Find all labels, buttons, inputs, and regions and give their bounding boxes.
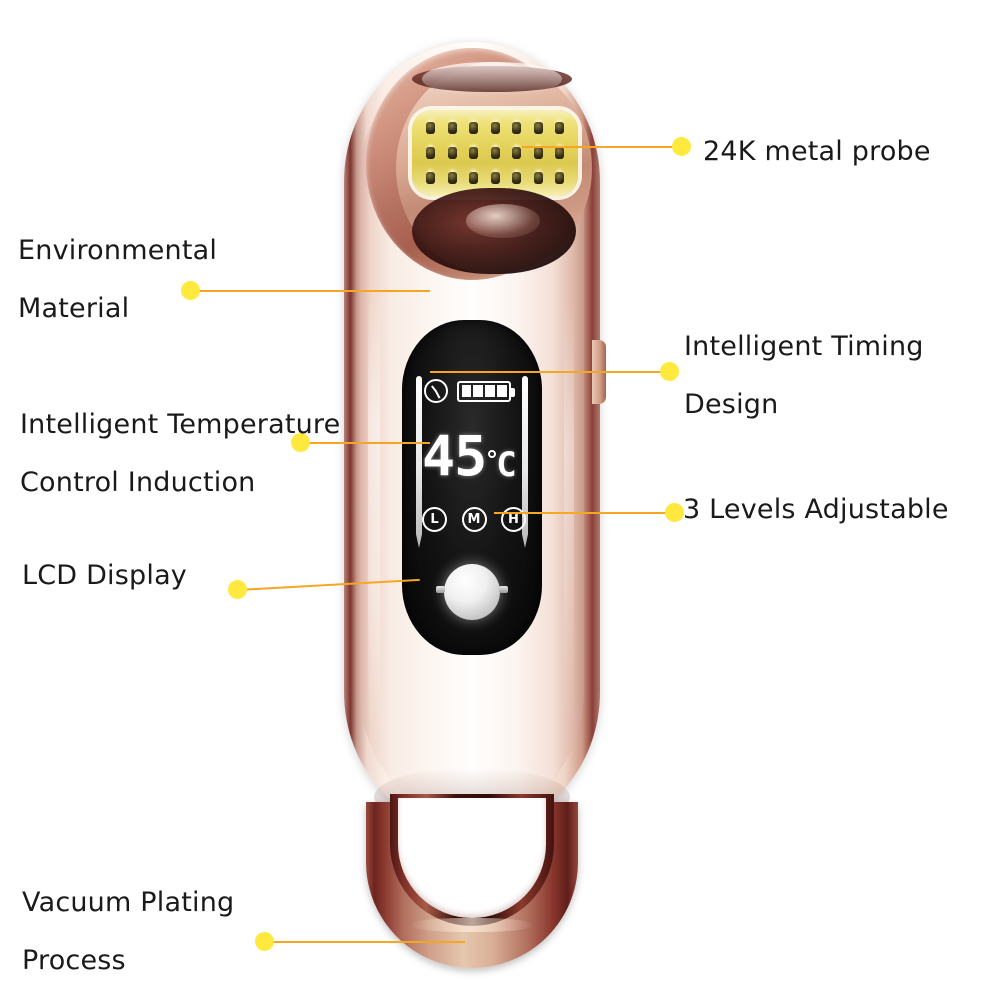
leader-line-vacuum: [265, 941, 465, 943]
label-line: Vacuum Plating: [22, 887, 235, 918]
temperature-unit: C: [496, 445, 517, 485]
intensity-level-indicators: L M H: [422, 506, 526, 532]
probe-pin: [469, 172, 478, 184]
lcd-status-icons: [424, 378, 520, 404]
callout-24k-metal-probe: 24K metal probe: [703, 123, 931, 181]
probe-head-reflection: [412, 188, 576, 274]
probe-pin: [490, 122, 500, 134]
degree-symbol-icon: C: [487, 445, 517, 485]
probe-pin: [426, 122, 435, 134]
loop-handle-shine: [410, 918, 534, 932]
24k-gold-probe-plate[interactable]: [412, 110, 578, 196]
probe-pin: [512, 172, 521, 184]
label-line: Intelligent Timing: [684, 331, 924, 362]
leader-line-probe: [522, 146, 682, 148]
label-line: Design: [684, 389, 779, 420]
probe-pin: [512, 147, 521, 159]
body-highlight-left: [368, 292, 380, 732]
loop-handle-opening: [398, 798, 546, 918]
probe-head-shine: [422, 62, 562, 96]
probe-pin: [469, 147, 478, 159]
label-line: Process: [22, 945, 126, 976]
probe-pin: [555, 147, 564, 159]
clock-icon: [424, 379, 448, 403]
lcd-display[interactable]: 45 C L M H: [402, 320, 542, 655]
label-line: Intelligent Temperature: [20, 409, 341, 440]
probe-pin: [426, 147, 435, 159]
level-medium-indicator[interactable]: M: [461, 506, 487, 532]
callout-environmental-material: Environmental Material: [18, 222, 217, 338]
callout-dot-vacuum: [255, 932, 274, 951]
callout-intelligent-temperature-control-induction: Intelligent Temperature Control Inductio…: [20, 396, 340, 512]
callout-dot-lcd: [228, 580, 247, 599]
probe-pin: [555, 122, 564, 134]
label-line: LCD Display: [22, 560, 187, 591]
probe-pin: [512, 122, 521, 134]
battery-icon: [457, 380, 515, 402]
callout-dot-probe: [672, 137, 691, 156]
leader-line-levels: [494, 512, 674, 514]
probe-pin: [555, 172, 564, 184]
temperature-value: 45: [422, 424, 487, 488]
callout-dot-levels: [665, 503, 684, 522]
leader-line-temperature: [300, 442, 430, 444]
probe-pin: [533, 172, 543, 184]
leader-line-timing: [430, 371, 670, 373]
callout-3-levels-adjustable: 3 Levels Adjustable: [683, 481, 949, 539]
temperature-readout: 45 C: [422, 424, 526, 488]
probe-pin: [490, 147, 500, 159]
probe-pin: [447, 122, 457, 134]
probe-pin: [490, 172, 500, 184]
probe-head-bezel: [366, 48, 592, 280]
callout-vacuum-plating-process: Vacuum Plating Process: [22, 874, 234, 990]
callout-dot-timing: [660, 362, 679, 381]
rf-beauty-device: 45 C L M H: [344, 42, 606, 970]
callout-dot-temperature: [291, 433, 310, 452]
probe-pin: [533, 122, 543, 134]
label-line: 24K metal probe: [703, 136, 931, 167]
probe-pin: [426, 172, 435, 184]
power-button[interactable]: [436, 564, 508, 620]
callout-lcd-display: LCD Display: [22, 547, 187, 605]
level-high-indicator[interactable]: H: [501, 506, 526, 532]
callout-intelligent-timing-design: Intelligent Timing Design: [684, 318, 924, 434]
label-line: Material: [18, 293, 130, 324]
lcd-bracket-right-icon: [522, 376, 528, 548]
label-line: 3 Levels Adjustable: [683, 494, 949, 525]
probe-pin: [533, 147, 543, 159]
leader-line-material: [190, 290, 430, 292]
probe-pin: [447, 172, 457, 184]
lcd-bracket-left-icon: [416, 376, 422, 548]
label-line: Environmental: [18, 235, 218, 266]
probe-pin: [469, 122, 478, 134]
level-low-indicator[interactable]: L: [422, 506, 447, 532]
callout-dot-material: [181, 281, 200, 300]
probe-pin: [447, 147, 457, 159]
label-line: Control Induction: [20, 467, 256, 498]
